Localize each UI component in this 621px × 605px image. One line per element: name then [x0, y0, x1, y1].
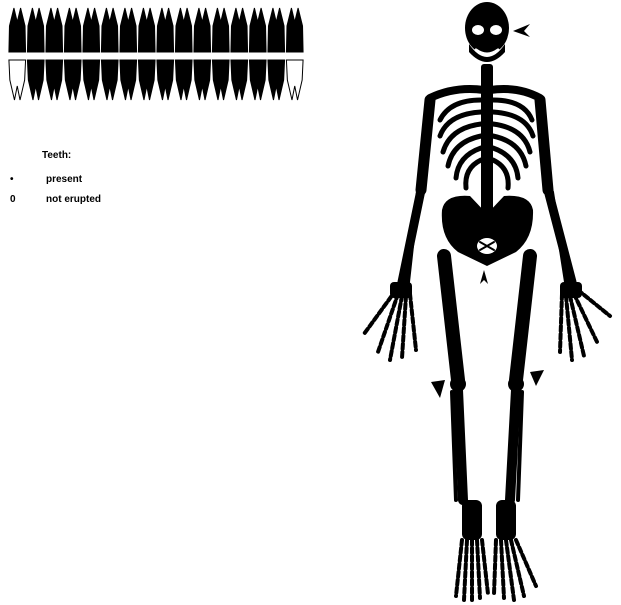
hand-right [560, 290, 610, 360]
lower-tooth-1 [9, 60, 26, 100]
upper-tooth-6 [101, 8, 118, 52]
clavicle-right [490, 89, 540, 98]
lower-tooth-8 [138, 60, 155, 100]
upper-tooth-10 [175, 8, 192, 52]
upper-tooth-8 [138, 8, 155, 52]
lower-tooth-15 [268, 60, 285, 100]
lower-tooth-5 [83, 60, 100, 100]
bone-fragment-left [431, 380, 445, 398]
legend-item-present: • present [8, 169, 101, 189]
lower-tooth-4 [64, 60, 81, 100]
bone-fragment-right [530, 370, 544, 386]
present-symbol: • [8, 174, 46, 185]
lower-tooth-2 [27, 60, 44, 100]
teeth-legend: Teeth: • present 0 not erupted [8, 150, 101, 209]
legend-item-not-erupted: 0 not erupted [8, 189, 101, 209]
clavicle-left [430, 89, 484, 98]
upper-tooth-16 [286, 8, 303, 52]
skull-marker-arrow [513, 24, 530, 37]
legend-label-not-erupted: not erupted [46, 194, 101, 205]
dental-chart [8, 0, 304, 110]
upper-tooth-11 [194, 8, 211, 52]
not-erupted-symbol: 0 [8, 194, 46, 205]
lower-tooth-13 [231, 60, 248, 100]
upper-tooth-7 [120, 8, 137, 52]
legend-title: Teeth: [42, 150, 101, 161]
hand-left [364, 290, 416, 360]
lower-tooth-9 [157, 60, 174, 100]
lower-tooth-16 [286, 60, 303, 100]
lower-tooth-3 [46, 60, 63, 100]
upper-tooth-3 [46, 8, 63, 52]
lower-tooth-6 [101, 60, 118, 100]
foot-left [456, 500, 488, 600]
upper-tooth-2 [27, 8, 44, 52]
upper-tooth-12 [212, 8, 229, 52]
upper-teeth-row [9, 8, 303, 52]
lower-tooth-11 [194, 60, 211, 100]
upper-tooth-9 [157, 8, 174, 52]
skull [465, 2, 509, 62]
pelvis-marker-arrow [480, 270, 488, 284]
upper-tooth-13 [231, 8, 248, 52]
upper-tooth-1 [9, 8, 26, 52]
lower-tooth-10 [175, 60, 192, 100]
lower-teeth-row [9, 60, 303, 100]
leg-left [444, 256, 466, 500]
lower-tooth-7 [120, 60, 137, 100]
upper-tooth-15 [268, 8, 285, 52]
arm-right [540, 100, 572, 282]
legend-label-present: present [46, 174, 82, 185]
leg-right [508, 256, 530, 500]
lower-tooth-14 [249, 60, 266, 100]
upper-tooth-5 [83, 8, 100, 52]
arm-left [402, 100, 430, 282]
upper-tooth-4 [64, 8, 81, 52]
upper-tooth-14 [249, 8, 266, 52]
lower-tooth-12 [212, 60, 229, 100]
foot-right [494, 500, 536, 600]
skeleton-diagram [355, 0, 621, 605]
